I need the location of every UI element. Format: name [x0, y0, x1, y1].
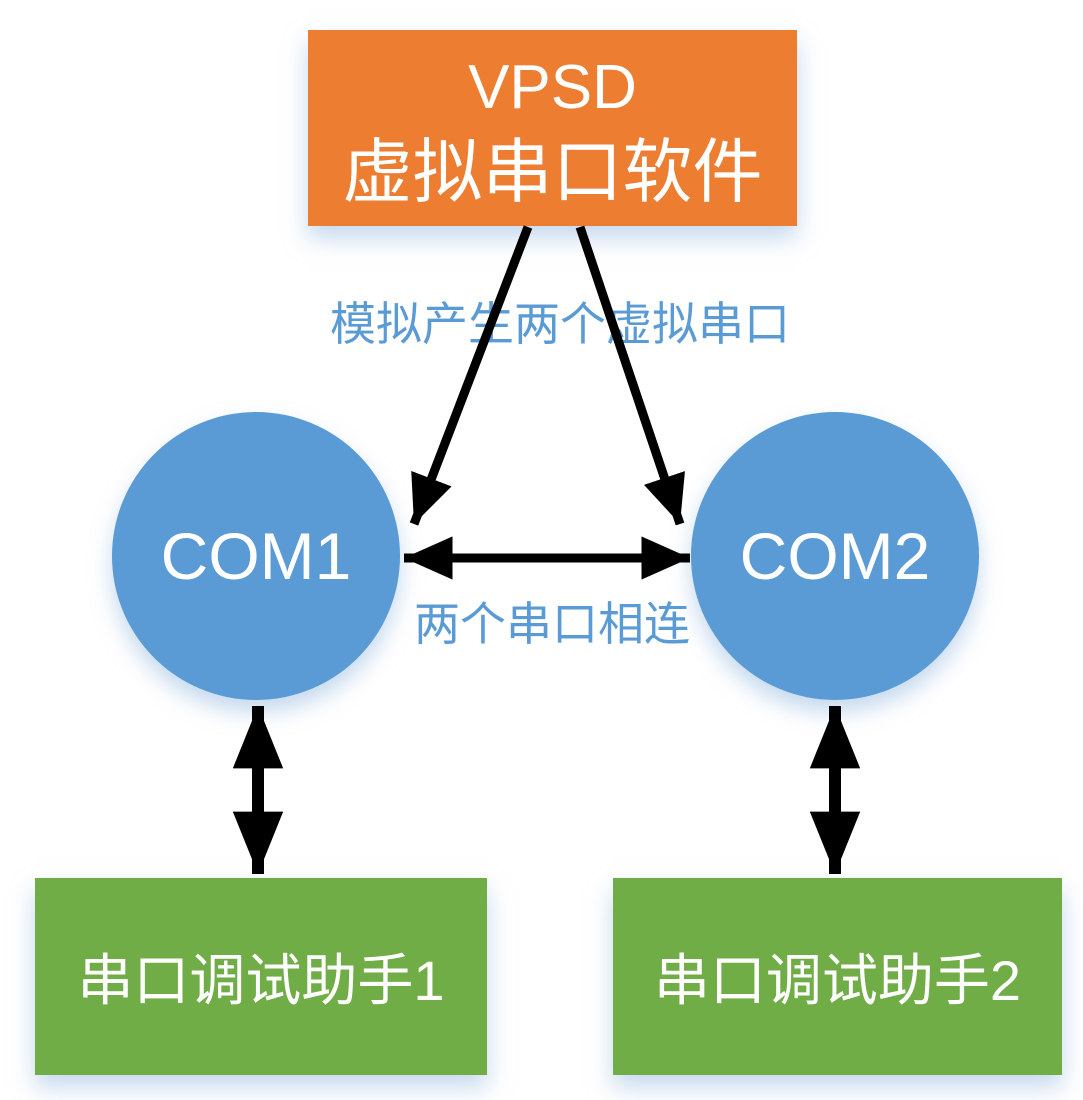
generate-ports-annotation: 模拟产生两个虚拟串口	[330, 298, 790, 350]
com1-port-node: COM1	[112, 412, 400, 700]
arrow-vpsd-to-com2	[575, 225, 685, 526]
com2-label: COM2	[739, 519, 931, 593]
serial-assistant1-label: 串口调试助手1	[77, 949, 445, 1012]
arrow-vpsd-to-com1	[409, 225, 533, 526]
serial-assistant2-label: 串口调试助手2	[653, 949, 1022, 1012]
com1-label: COM1	[160, 519, 352, 593]
vpsd-software-node: VPSD 虚拟串口软件	[308, 30, 797, 226]
ports-connected-annotation: 两个串口相连	[414, 598, 690, 650]
vpsd-title: VPSD	[468, 53, 637, 122]
serial-assistant1-node: 串口调试助手1	[35, 878, 487, 1075]
com2-port-node: COM2	[691, 412, 979, 700]
vpsd-subtitle: 虚拟串口软件	[342, 133, 763, 211]
serial-assistant2-node: 串口调试助手2	[613, 878, 1062, 1075]
